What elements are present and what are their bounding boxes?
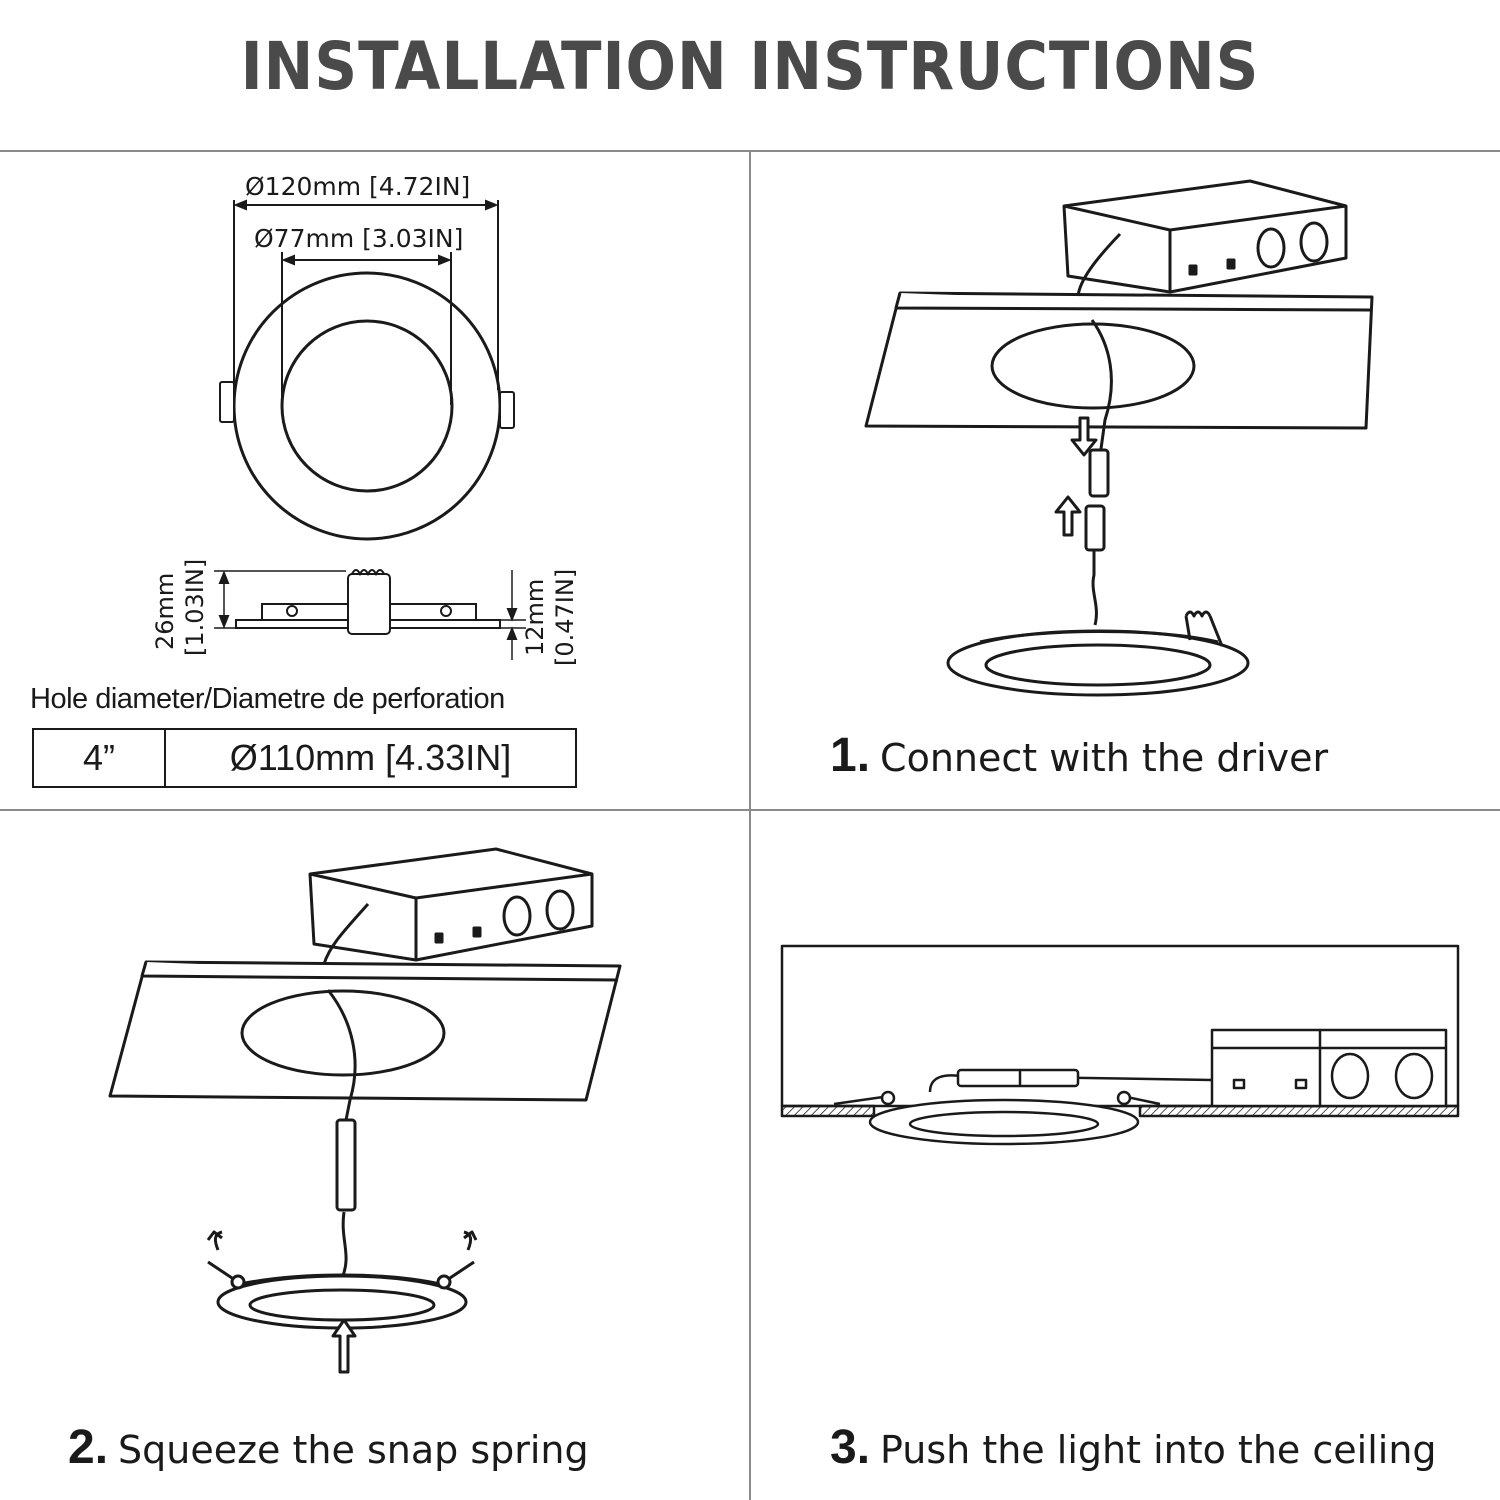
step-2-text: Squeeze the snap spring	[118, 1428, 589, 1472]
inner-diameter-label: Ø77mm [3.03IN]	[254, 224, 464, 253]
step-1-number: 1.	[830, 729, 871, 782]
step-1-caption: 1.Connect with the driver	[830, 728, 1328, 783]
step-2-illustration	[108, 847, 622, 1374]
dimension-drawing	[214, 199, 526, 660]
step-3-number: 3.	[830, 1421, 871, 1474]
step-3-text: Push the light into the ceiling	[880, 1428, 1437, 1472]
step-2-caption: 2.Squeeze the snap spring	[68, 1420, 589, 1475]
hole-size-cell: 4”	[32, 728, 166, 788]
step-3-caption: 3.Push the light into the ceiling	[830, 1420, 1437, 1475]
hole-diameter-label: Hole diameter/Diametre de perforation	[30, 683, 505, 715]
hole-diameter-cell: Ø110mm [4.33IN]	[164, 728, 577, 788]
page-title: INSTALLATION INSTRUCTIONS	[240, 28, 1260, 105]
step-1-text: Connect with the driver	[880, 736, 1329, 780]
step-2-number: 2.	[68, 1421, 109, 1474]
column-divider	[749, 150, 751, 1500]
hole-diameter-table: 4” Ø110mm [4.33IN]	[32, 728, 577, 788]
step-1-illustration	[864, 179, 1374, 697]
outer-diameter-label: Ø120mm [4.72IN]	[245, 172, 471, 201]
